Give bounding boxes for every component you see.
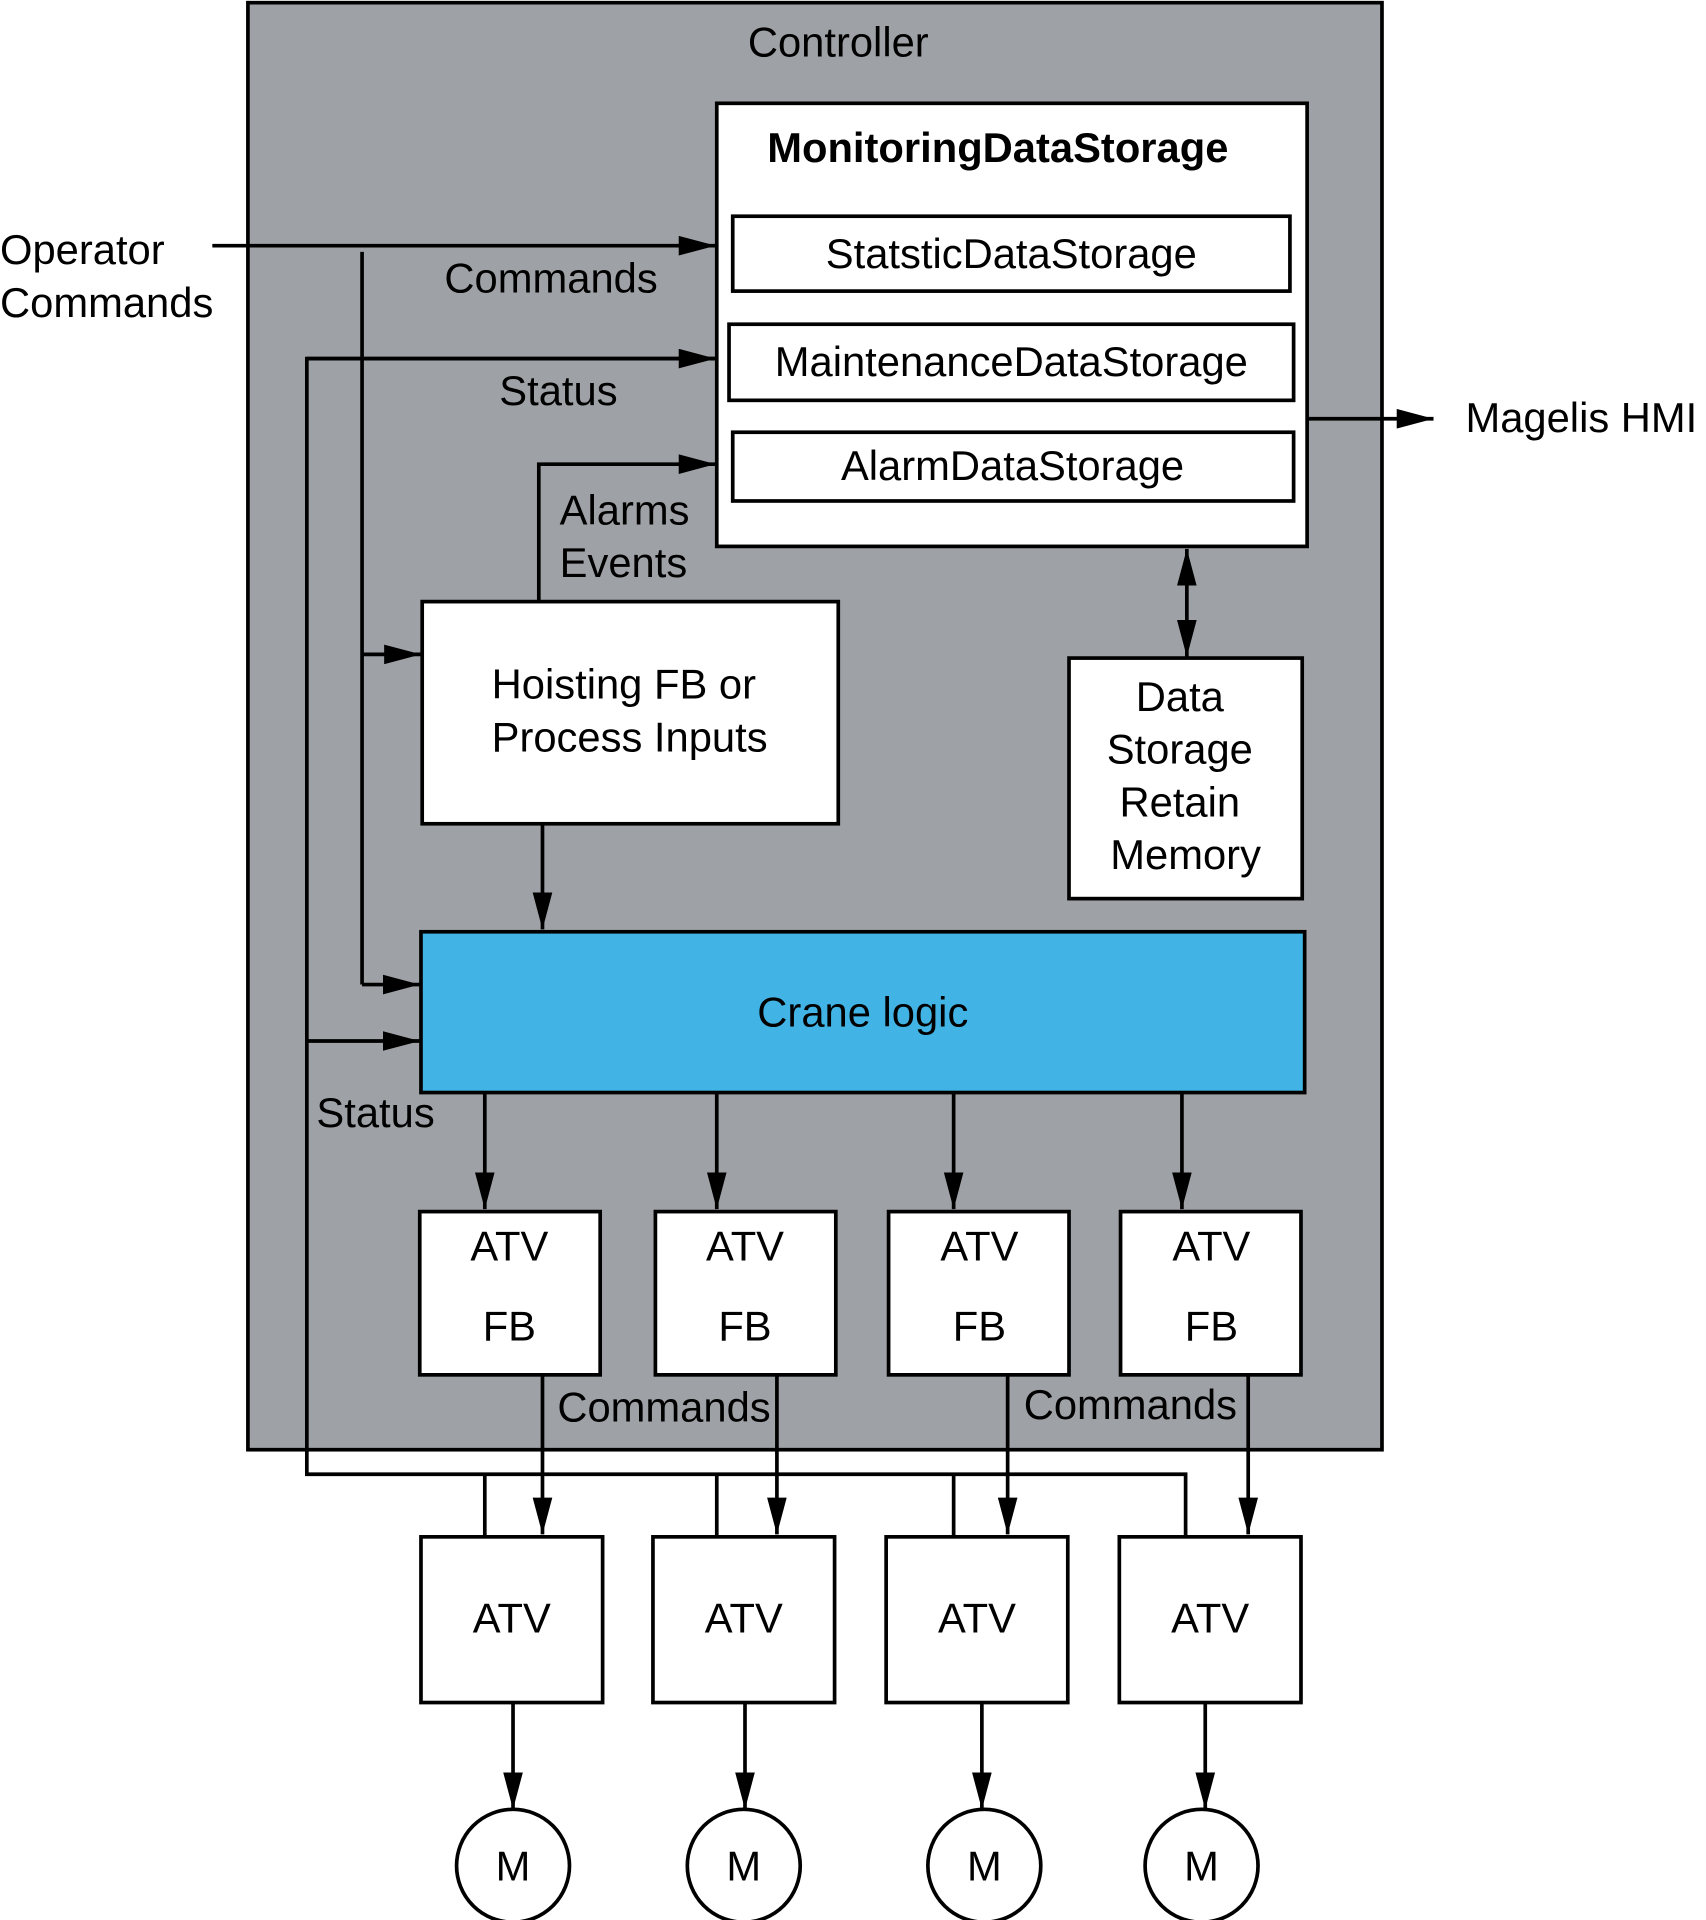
magelis-hmi-label: Magelis HMI (1465, 394, 1697, 441)
alarm-data-storage-label: AlarmDataStorage (841, 442, 1184, 489)
crane-logic-label: Crane logic (757, 988, 968, 1035)
status-top-label: Status (499, 367, 617, 414)
status-left-label: Status (316, 1089, 434, 1136)
atv-drive-label: ATV (473, 1595, 551, 1642)
atv-drive-label: ATV (938, 1595, 1016, 1642)
atv-drive-block: ATV (419, 1535, 605, 1705)
crane-logic-box (419, 929, 1307, 1095)
data-storage-retain-memory-label: Data Storage Retain Memory (1107, 673, 1265, 878)
commands-top-label: Commands (444, 254, 657, 301)
motor-label: M (967, 1843, 1002, 1890)
motor: M (454, 1807, 572, 1920)
motor-label: M (726, 1843, 761, 1890)
motor-label: M (496, 1843, 531, 1890)
commands-bottom-label-2: Commands (1024, 1381, 1237, 1428)
atv-drive-block: ATV (651, 1535, 837, 1705)
maintenance-data-storage-box (727, 322, 1296, 403)
atv-drive-block: ATV (884, 1535, 1070, 1705)
commands-bottom-label-1: Commands (557, 1383, 770, 1430)
motor-label: M (1184, 1843, 1219, 1890)
monitoring-data-storage-title: MonitoringDataStorage (767, 124, 1228, 171)
alarm-data-storage-box (730, 430, 1296, 503)
atv-drive-label: ATV (705, 1595, 783, 1642)
atv-drive-block: ATV (1117, 1535, 1303, 1705)
data-storage-retain-memory-box (1067, 656, 1305, 901)
alarms-events-line (536, 454, 716, 601)
hoisting-fb-label: Hoisting FB or Process Inputs (492, 661, 768, 761)
alarms-events-label: Alarms Events (560, 486, 701, 586)
maintenance-data-storage-label: MaintenanceDataStorage (775, 338, 1248, 385)
statistic-data-storage-label: StatsticDataStorage (826, 230, 1197, 277)
motor: M (926, 1807, 1043, 1920)
atv-drive-label: ATV (1171, 1595, 1249, 1642)
statistic-data-storage-box (730, 214, 1292, 293)
hoisting-fb-box (420, 599, 841, 826)
motor: M (685, 1807, 803, 1920)
controller-label: Controller (748, 19, 929, 66)
motor: M (1143, 1807, 1260, 1920)
operator-commands-label: Operator Commands (0, 226, 213, 326)
